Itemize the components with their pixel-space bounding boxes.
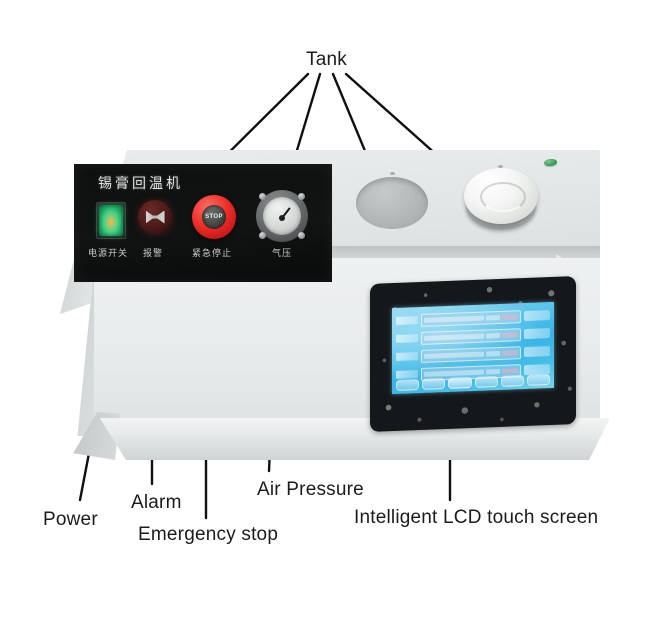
lcd-row-1-side-button[interactable] [524,310,550,322]
lcd-row-3-value [486,350,500,357]
lcd-row-4-label [396,370,418,379]
lcd-screen[interactable] [392,301,554,395]
annotation-label-emergency-stop: Emergency stop [138,524,279,545]
lcd-row-1-text [424,315,484,323]
lcd-button-2[interactable] [422,378,446,390]
alarm-horn-icon [145,210,165,224]
gauge-screw-bl-icon [259,232,266,239]
control-panel: 锡膏回温机 电源开关 报警 STOP 紧急停止 [74,164,332,282]
lcd-button-3[interactable] [448,377,472,389]
tank-port-3-hole [356,177,428,229]
emergency-stop-inner-icon: STOP [202,205,226,229]
emergency-stop-label: 紧急停止 [192,249,233,259]
lcd-bezel [370,276,576,432]
gauge-screw-tr-icon [298,193,305,200]
power-switch[interactable] [96,202,126,239]
emergency-stop-button[interactable]: STOP [192,195,236,239]
lcd-row-3-alarm [502,349,518,356]
alarm-buzzer-label: 报警 [143,249,164,259]
tank-cap-4-screw-icon [498,165,503,168]
lcd-row-3-label [396,352,418,361]
lcd-row-3-text [424,351,484,359]
lcd-data-row-2[interactable] [396,326,550,346]
lcd-row-4-value [486,368,500,375]
power-switch-lamp-icon [99,205,123,236]
lcd-row-1-alarm [502,313,518,320]
annotation-label-tank: Tank [306,49,347,70]
lcd-row-3-field[interactable] [421,345,521,363]
power-switch-label: 电源开关 [88,249,129,259]
lcd-row-4-text [424,369,484,377]
lcd-row-2-text [424,333,484,341]
gauge-screw-br-icon [298,232,305,239]
annotation-label-power: Power [43,509,98,530]
annotation-label-air-pressure: Air Pressure [257,479,364,500]
lcd-row-4-alarm [502,367,518,374]
gauge-screw-tl-icon [259,193,266,200]
lcd-row-1-field[interactable] [421,309,521,327]
gauge-hub-icon [279,215,285,221]
tank-cap-4-notch-icon [480,182,526,212]
lcd-row-2-alarm [502,331,518,338]
machine-body: 锡膏回温机 电源开关 报警 STOP 紧急停止 [60,150,610,460]
lcd-row-1-label [396,316,418,325]
lcd-button-1[interactable] [396,379,420,391]
lcd-row-2-value [486,332,500,339]
annotation-label-lcd-touch-screen: Intelligent LCD touch screen [354,507,599,528]
lcd-row-2-side-button[interactable] [524,328,550,340]
lcd-button-5[interactable] [500,375,524,387]
annotation-label-alarm: Alarm [131,492,182,513]
lcd-data-row-3[interactable] [396,344,550,364]
air-pressure-gauge-label: 气压 [272,249,293,259]
lcd-row-2-field[interactable] [421,327,521,345]
emergency-stop-cap-text: STOP [205,214,223,220]
lcd-button-6[interactable] [526,374,551,386]
lcd-row-1-value [486,314,500,321]
lcd-row-3-side-button[interactable] [524,346,550,358]
tank-cap-4-body [464,168,538,224]
lcd-button-4[interactable] [474,376,498,388]
alarm-buzzer[interactable] [138,200,172,234]
lcd-data-row-1[interactable] [396,308,550,328]
tank-port-3-screw-icon [390,172,395,175]
lcd-touch-screen[interactable] [370,276,576,432]
lcd-row-2-label [396,334,418,343]
air-pressure-gauge [256,190,308,242]
machine-title: 锡膏回温机 [98,176,183,192]
